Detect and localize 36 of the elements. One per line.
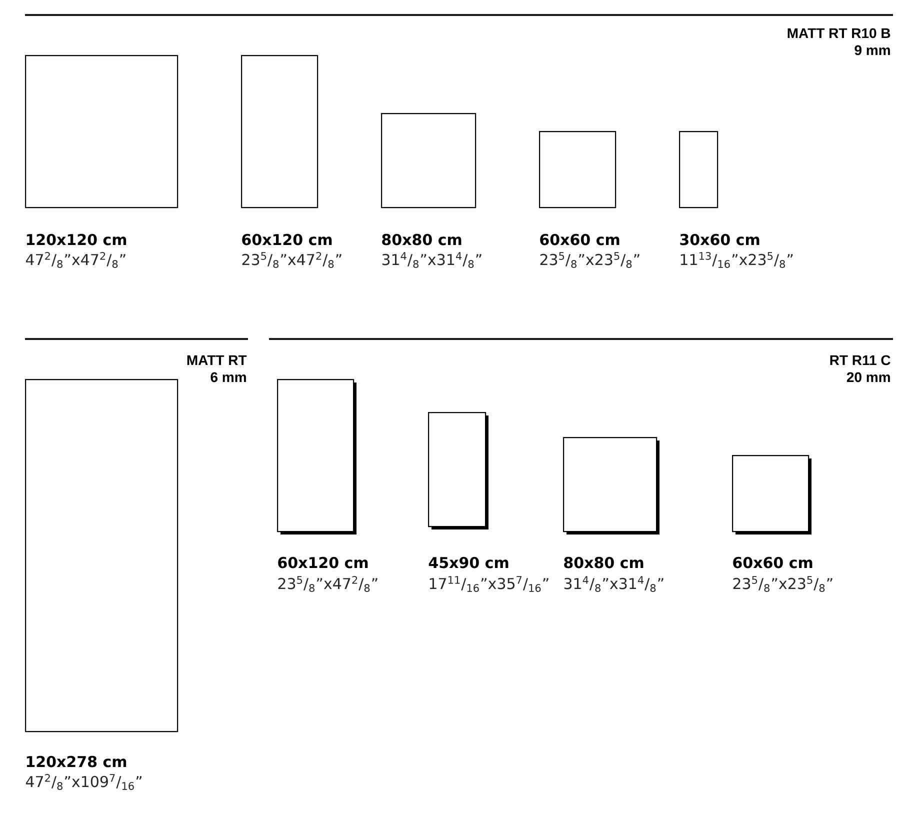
inch-size-label: 11$^{13}$/$_{16}$”x23$^{5}$/$_{8}$” [680, 252, 793, 268]
thickness-label: 6 mm [210, 372, 246, 382]
inch-size-label: 31$^{4}$/$_{8}$”x31$^{4}$/$_{8}$” [382, 252, 482, 268]
inch-size-label: 23$^{5}$/$_{8}$”x23$^{5}$/$_{8}$” [733, 576, 832, 592]
size-label: 45x90 cm [428, 556, 508, 568]
inch-size-label: 23$^{5}$/$_{8}$”x47$^{2}$/$_{8}$” [278, 576, 378, 592]
tile-outline [381, 113, 476, 208]
series-heading: RT R11 C [830, 355, 890, 366]
tile-outline [25, 55, 178, 208]
size-label: 60x60 cm [540, 234, 620, 246]
inch-size-label: 23$^{5}$/$_{8}$”x47$^{2}$/$_{8}$” [242, 252, 342, 268]
thickness-label: 20 mm [846, 372, 890, 382]
tile-outline [539, 131, 616, 208]
inch-size-label: 31$^{4}$/$_{8}$”x31$^{4}$/$_{8}$” [564, 576, 664, 592]
inch-size-label: 47$^{2}$/$_{8}$”x47$^{2}$/$_{8}$” [26, 252, 126, 268]
size-label: 30x60 cm [680, 234, 760, 246]
tile-outline [679, 131, 718, 208]
tile-outline [241, 55, 318, 208]
tile-outline [277, 379, 356, 534]
tile-outline [732, 455, 812, 534]
series-heading: MATT RT [187, 355, 247, 365]
inch-size-label: 23$^{5}$/$_{8}$”x23$^{5}$/$_{8}$” [540, 252, 640, 268]
size-label: 80x80 cm [564, 556, 644, 568]
series-heading: MATT RT R10 B [788, 28, 890, 38]
tile-outline [25, 379, 178, 732]
size-label: 60x60 cm [733, 556, 812, 568]
inch-size-label: 47$^{2}$/$_{8}$”x109$^{7}$/$_{16}$” [26, 774, 142, 790]
tile-outline [428, 412, 488, 530]
size-label: 60x120 cm [278, 556, 368, 568]
size-label: 120x278 cm [26, 756, 126, 768]
tile-outline [563, 437, 660, 534]
size-label: 120x120 cm [26, 234, 126, 246]
inch-size-label: 17$^{11}$/$_{16}$”x35$^{7}$/$_{16}$” [430, 576, 548, 592]
size-label: 80x80 cm [382, 234, 462, 246]
thickness-label: 9 mm [854, 45, 890, 56]
size-label: 60x120 cm [242, 234, 332, 246]
